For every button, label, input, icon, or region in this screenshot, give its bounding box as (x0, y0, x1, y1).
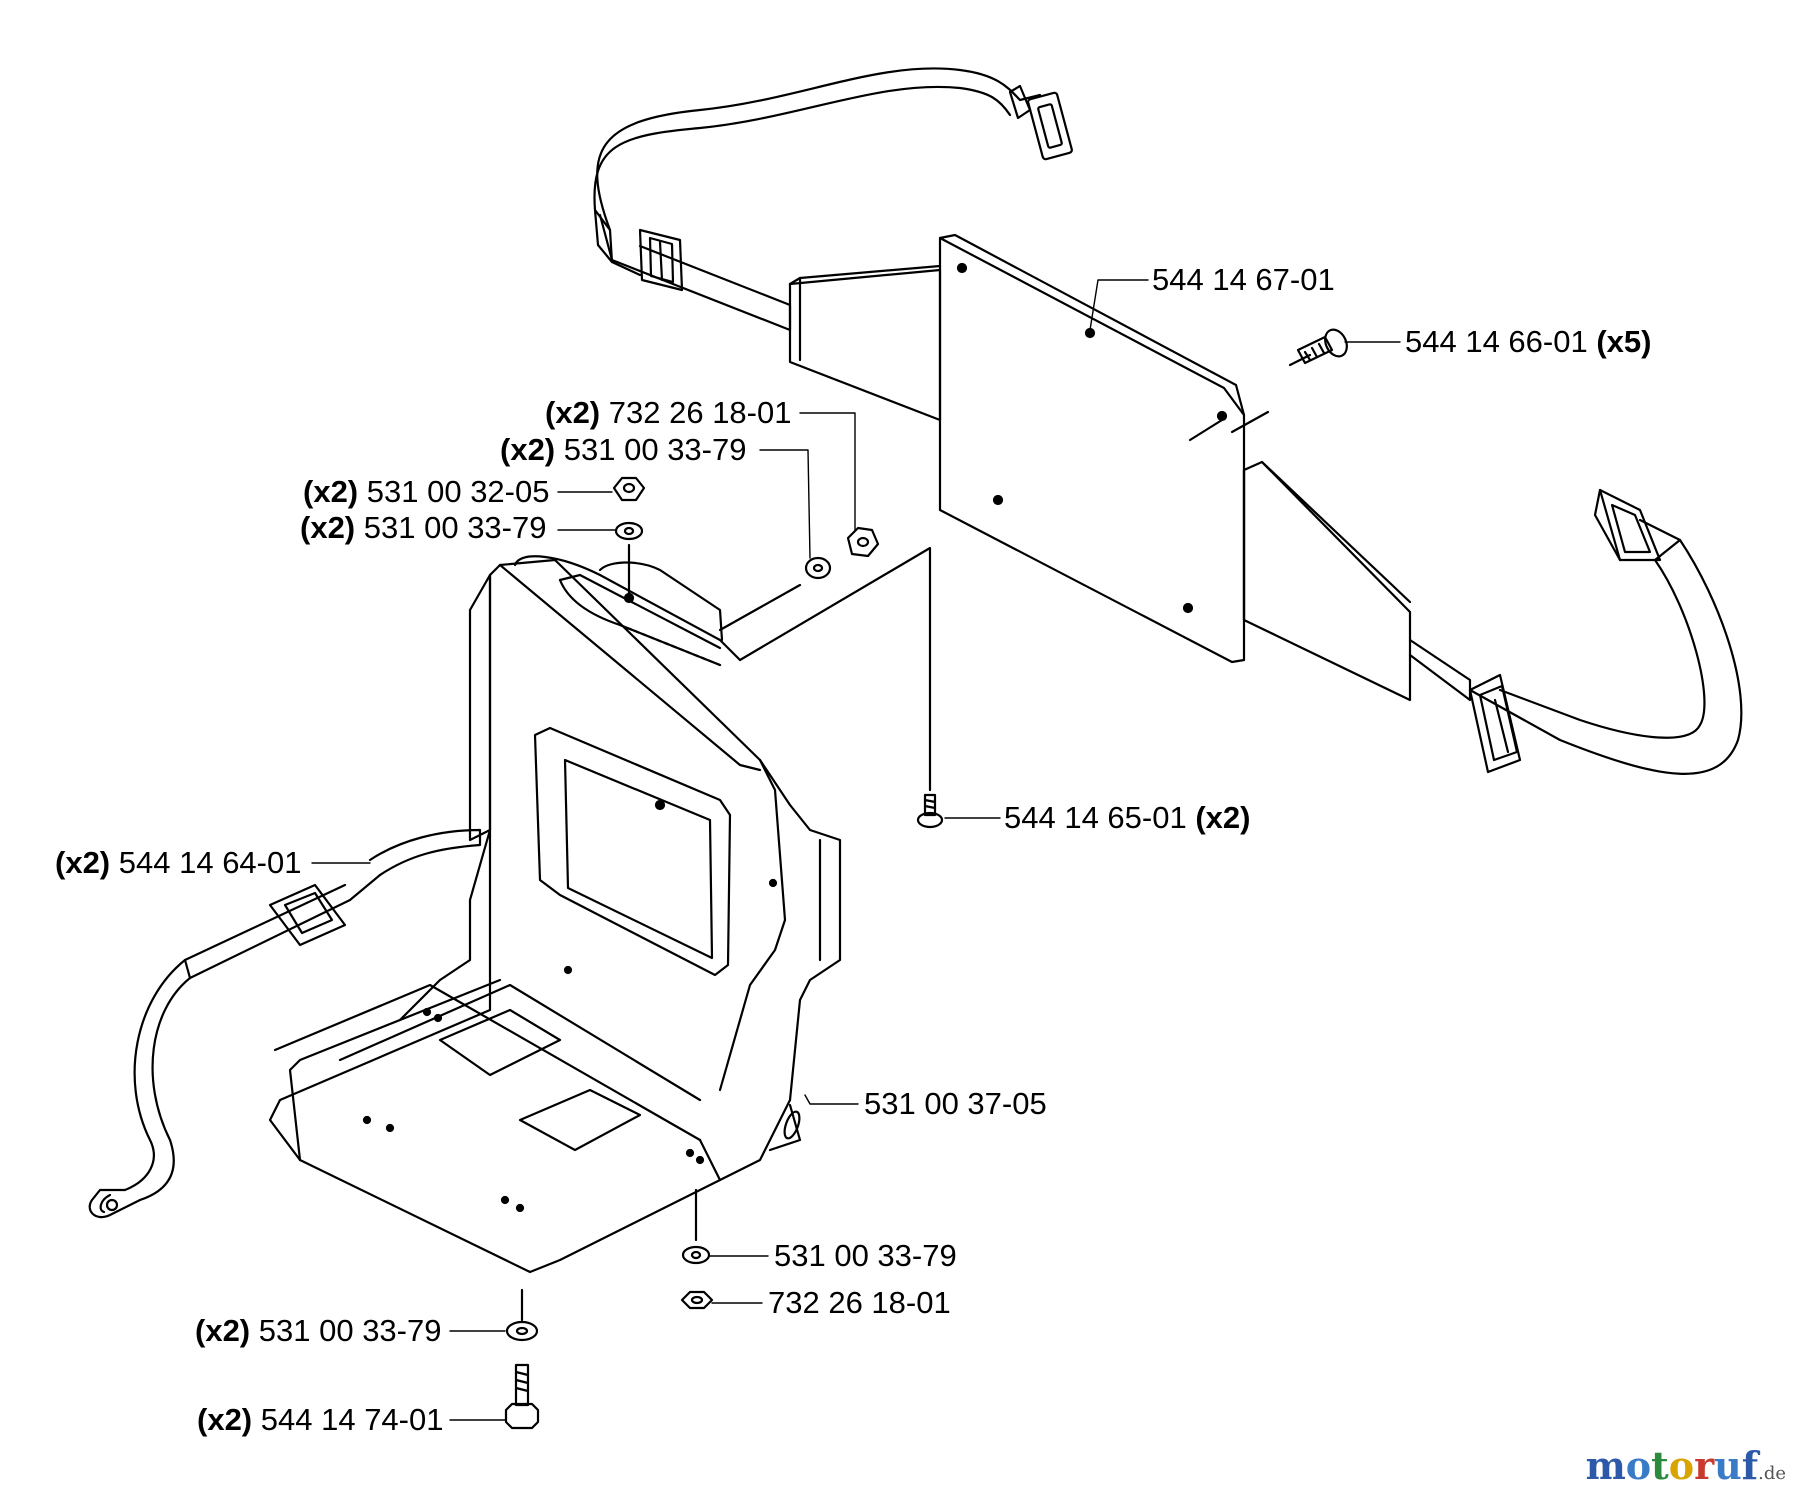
watermark-tld: .de (1758, 1463, 1786, 1484)
watermark-letter: o (1668, 1443, 1695, 1488)
quantity: (x5) (1596, 324, 1652, 359)
part-label-531-00-33-79-top-b: (x2) 531 00 33-79 (300, 510, 546, 546)
screw-544-14-65-01 (916, 793, 944, 829)
part-number: 732 26 18-01 (608, 395, 792, 430)
watermark-letter: r (1694, 1443, 1715, 1488)
quantity: (x2) (195, 1313, 251, 1348)
bottom-fasteners-right (680, 1188, 714, 1310)
part-label-531-00-37-05: 531 00 37-05 (864, 1086, 1047, 1122)
part-label-544-14-64-01: (x2) 544 14 64-01 (55, 845, 301, 881)
part-number: 544 14 64-01 (118, 845, 302, 880)
quantity: (x2) (197, 1402, 253, 1437)
backpack-frame (268, 555, 842, 1274)
watermark-letter: f (1741, 1443, 1759, 1488)
quantity: (x2) (545, 395, 601, 430)
watermark-letter: m (1585, 1443, 1626, 1488)
watermark-letter: u (1714, 1443, 1742, 1488)
part-number: 531 00 32-05 (366, 474, 550, 509)
part-number: 544 14 66-01 (1405, 324, 1588, 359)
part-label-544-14-66-01: 544 14 66-01 (x5) (1405, 324, 1651, 360)
wedge-pad-right (1242, 460, 1412, 702)
part-number: 531 00 37-05 (864, 1086, 1047, 1121)
hip-strap (88, 828, 482, 1219)
part-label-531-00-33-79-bottom: (x2) 531 00 33-79 (195, 1313, 441, 1349)
part-label-531-00-32-05: (x2) 531 00 32-05 (303, 474, 549, 510)
shoulder-belt-right (1408, 488, 1743, 775)
part-label-531-00-33-79-top-a: (x2) 531 00 33-79 (500, 432, 746, 468)
quantity: (x2) (303, 474, 359, 509)
quantity: (x2) (500, 432, 556, 467)
quantity: (x2) (1195, 800, 1251, 835)
quantity: (x2) (300, 510, 356, 545)
part-number: 531 00 33-79 (774, 1238, 957, 1273)
frame-to-plate-fasteners (718, 526, 932, 792)
part-label-732-26-18-01-bottom: 732 26 18-01 (768, 1285, 951, 1321)
bottom-fasteners-left (504, 1288, 540, 1430)
part-number: 732 26 18-01 (768, 1285, 951, 1320)
leader-lines (311, 279, 1401, 1421)
part-label-544-14-65-01: 544 14 65-01 (x2) (1004, 800, 1250, 836)
part-label-531-00-33-79-mid: 531 00 33-79 (774, 1238, 957, 1274)
part-label-732-26-18-01-top: (x2) 732 26 18-01 (545, 395, 791, 431)
quantity: (x2) (55, 845, 111, 880)
watermark-letter: t (1651, 1443, 1669, 1488)
part-label-544-14-67-01: 544 14 67-01 (1152, 262, 1335, 298)
part-number: 531 00 33-79 (563, 432, 747, 467)
bolt-544-14-66-01 (1188, 328, 1348, 442)
part-number: 531 00 33-79 (363, 510, 547, 545)
back-plate (938, 233, 1246, 664)
part-label-544-14-74-01: (x2) 544 14 74-01 (197, 1402, 443, 1438)
watermark-letter: o (1625, 1443, 1652, 1488)
part-number: 531 00 33-79 (258, 1313, 442, 1348)
watermark-logo: motoruf.de (1586, 1443, 1786, 1488)
shoulder-belt-top (593, 67, 1073, 332)
top-nut-and-washer (612, 476, 646, 604)
part-number: 544 14 74-01 (260, 1402, 444, 1437)
part-number: 544 14 65-01 (1004, 800, 1187, 835)
wedge-pad-left (788, 264, 942, 422)
part-number: 544 14 67-01 (1152, 262, 1335, 297)
